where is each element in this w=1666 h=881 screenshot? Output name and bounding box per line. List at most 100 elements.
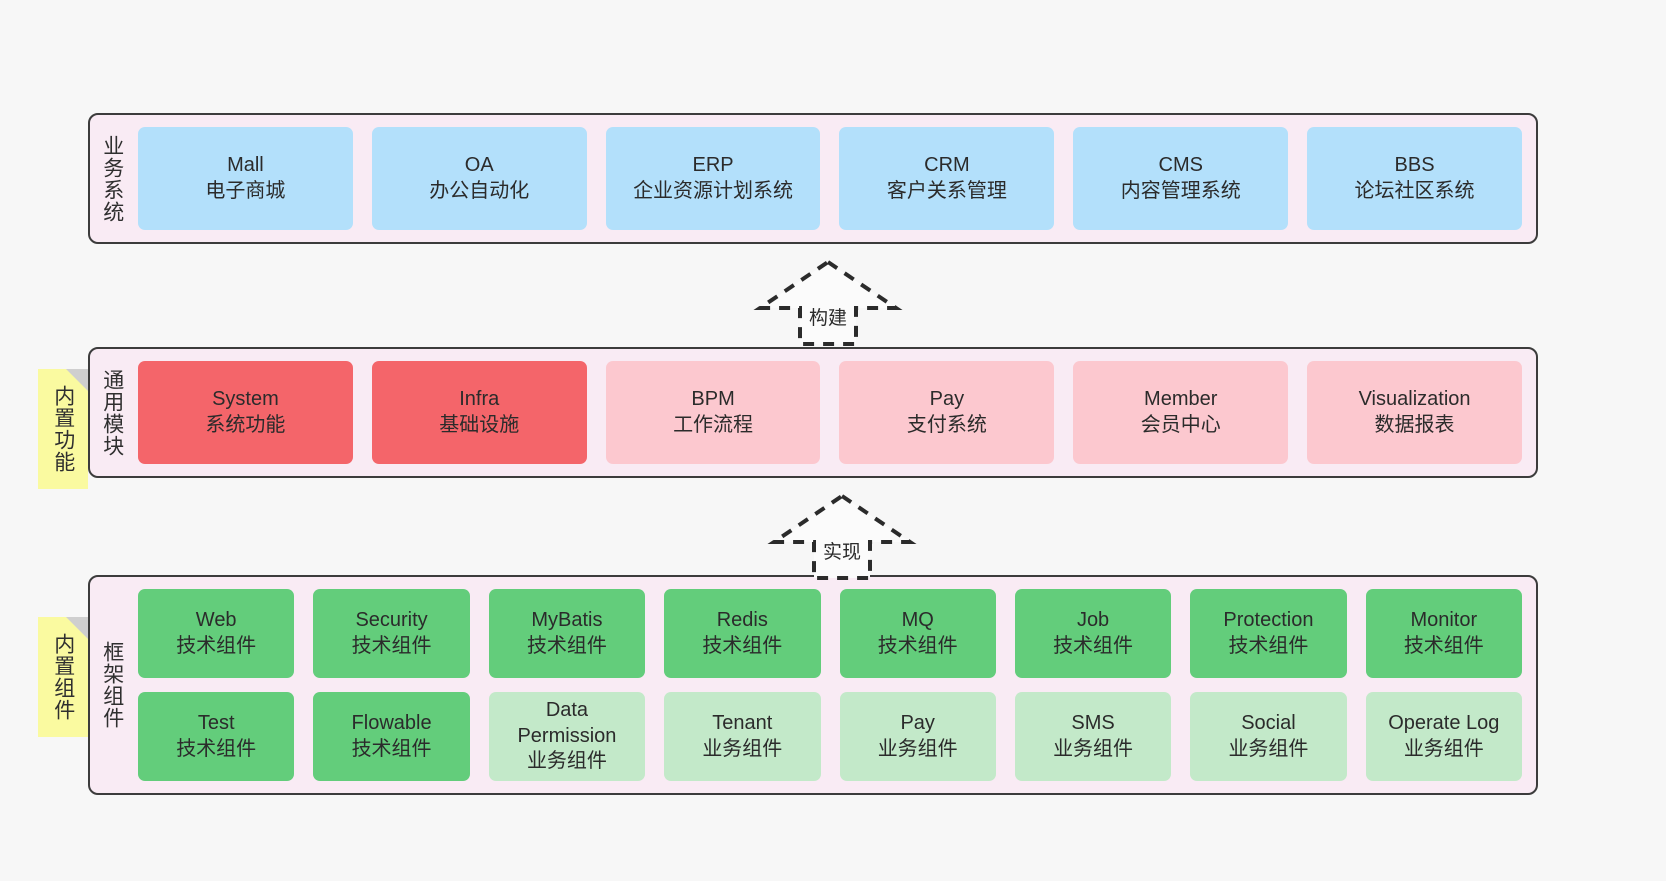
component-desc: 技术组件: [351, 737, 432, 760]
component-card-job[interactable]: Job 技术组件: [1014, 589, 1172, 678]
component-desc: 业务组件: [877, 737, 958, 760]
component-card-security[interactable]: Security 技术组件: [313, 589, 470, 678]
component-card-mq[interactable]: MQ 技术组件: [839, 589, 996, 678]
component-card-web[interactable]: Web 技术组件: [138, 589, 295, 678]
layer-body-business-system: Mall 电子商城 OA 办公自动化 ERP 企业资源计划系统 CRM 客户关系…: [134, 115, 1536, 242]
layer-title-framework-component: 框架组件: [100, 641, 124, 729]
component-card-operate-log[interactable]: Operate Log 业务组件: [1365, 692, 1522, 781]
module-card-member[interactable]: Member 会员中心: [1073, 361, 1289, 464]
layer-framework-component: 框架组件 Web 技术组件 Security 技术组件 MyBatis 技术组件…: [88, 575, 1538, 795]
component-name: Tenant: [712, 712, 773, 735]
component-desc: 技术组件: [877, 634, 958, 657]
note-builtin-features: 内置功能: [38, 369, 88, 489]
component-desc: 技术组件: [176, 737, 257, 760]
component-card-flowable[interactable]: Flowable 技术组件: [313, 692, 470, 781]
layer-row: System 系统功能 Infra 基础设施 BPM 工作流程 Pay 支付系统…: [138, 361, 1522, 464]
component-desc: 技术组件: [176, 634, 257, 657]
component-card-tenant[interactable]: Tenant 业务组件: [664, 692, 821, 781]
component-desc: 技术组件: [1228, 634, 1309, 657]
component-desc: 业务组件: [1403, 737, 1484, 760]
module-desc: 企业资源计划系统: [633, 179, 794, 202]
layer-body-framework-component: Web 技术组件 Security 技术组件 MyBatis 技术组件 Redi…: [134, 577, 1536, 793]
module-desc: 客户关系管理: [886, 179, 1007, 202]
layer-row: Test 技术组件 Flowable 技术组件 Data Permission …: [138, 692, 1522, 781]
module-name: Pay: [929, 388, 965, 411]
module-card-bpm[interactable]: BPM 工作流程: [605, 361, 821, 464]
component-name: Data Permission: [517, 699, 617, 747]
layer-body-common-module: System 系统功能 Infra 基础设施 BPM 工作流程 Pay 支付系统…: [134, 349, 1536, 476]
module-desc: 电子商城: [205, 179, 286, 202]
module-name: Infra: [459, 388, 500, 411]
build-arrow-label: 构建: [809, 308, 848, 329]
module-card-pay[interactable]: Pay 支付系统: [839, 361, 1055, 464]
module-name: CMS: [1158, 154, 1203, 177]
component-name: Social: [1241, 712, 1296, 735]
module-desc: 支付系统: [906, 413, 987, 436]
note-label: 内置组件: [51, 633, 75, 721]
layer-row: Web 技术组件 Security 技术组件 MyBatis 技术组件 Redi…: [138, 589, 1522, 678]
module-card-crm[interactable]: CRM 客户关系管理: [839, 127, 1055, 230]
module-name: BPM: [691, 388, 735, 411]
module-name: ERP: [692, 154, 734, 177]
component-desc: 技术组件: [526, 634, 607, 657]
implement-arrow: 实现: [767, 492, 917, 580]
module-desc: 工作流程: [673, 413, 754, 436]
component-name: Flowable: [351, 712, 432, 735]
layer-title-common-module: 通用模块: [100, 368, 124, 457]
component-name: Job: [1076, 609, 1110, 632]
component-desc: 技术组件: [351, 634, 432, 657]
module-card-oa[interactable]: OA 办公自动化: [371, 127, 587, 230]
component-name: MyBatis: [531, 609, 603, 632]
component-name: Security: [355, 609, 428, 632]
layer-title-business-system: 业务系统: [100, 134, 124, 223]
layer-row: Mall 电子商城 OA 办公自动化 ERP 企业资源计划系统 CRM 客户关系…: [138, 127, 1522, 230]
module-name: Member: [1144, 388, 1218, 411]
component-name: Operate Log: [1388, 712, 1500, 735]
layer-business-system: 业务系统 Mall 电子商城 OA 办公自动化 ERP 企业资源计划系统 CRM…: [88, 113, 1538, 244]
component-desc: 技术组件: [1053, 634, 1134, 657]
component-desc: 技术组件: [1403, 634, 1484, 657]
component-card-protection[interactable]: Protection 技术组件: [1190, 589, 1347, 678]
note-builtin-components: 内置组件: [38, 617, 88, 737]
component-name: Monitor: [1410, 609, 1478, 632]
implement-arrow-label: 实现: [823, 542, 862, 563]
module-card-mall[interactable]: Mall 电子商城: [138, 127, 353, 230]
component-card-social[interactable]: Social 业务组件: [1190, 692, 1347, 781]
module-desc: 办公自动化: [429, 179, 530, 202]
module-desc: 数据报表: [1374, 413, 1455, 436]
component-desc: 业务组件: [702, 737, 783, 760]
module-card-visualization[interactable]: Visualization 数据报表: [1307, 361, 1522, 464]
component-card-redis[interactable]: Redis 技术组件: [664, 589, 821, 678]
component-card-data-permission[interactable]: Data Permission 业务组件: [488, 692, 646, 781]
component-card-monitor[interactable]: Monitor 技术组件: [1365, 589, 1522, 678]
component-desc: 技术组件: [702, 634, 783, 657]
module-card-infra[interactable]: Infra 基础设施: [371, 361, 587, 464]
layer-common-module: 通用模块 System 系统功能 Infra 基础设施 BPM 工作流程 Pay…: [88, 347, 1538, 478]
component-desc: 业务组件: [1228, 737, 1309, 760]
component-name: SMS: [1071, 712, 1115, 735]
component-name: Web: [195, 609, 237, 632]
component-desc: 业务组件: [1053, 737, 1134, 760]
note-fold-corner: [66, 617, 88, 639]
component-name: Pay: [900, 712, 935, 735]
component-card-sms[interactable]: SMS 业务组件: [1014, 692, 1172, 781]
module-name: BBS: [1394, 154, 1435, 177]
module-card-cms[interactable]: CMS 内容管理系统: [1073, 127, 1289, 230]
module-card-erp[interactable]: ERP 企业资源计划系统: [605, 127, 821, 230]
module-card-bbs[interactable]: BBS 论坛社区系统: [1307, 127, 1522, 230]
component-desc: 业务组件: [526, 750, 607, 773]
module-desc: 基础设施: [439, 413, 520, 436]
note-label: 内置功能: [51, 385, 75, 473]
module-name: OA: [464, 154, 494, 177]
module-card-system[interactable]: System 系统功能: [138, 361, 353, 464]
component-card-test[interactable]: Test 技术组件: [138, 692, 295, 781]
module-desc: 会员中心: [1140, 413, 1221, 436]
component-name: Test: [197, 712, 235, 735]
module-name: CRM: [924, 154, 970, 177]
component-card-pay[interactable]: Pay 业务组件: [839, 692, 996, 781]
note-fold-corner: [66, 369, 88, 391]
component-name: Redis: [716, 609, 768, 632]
module-name: Mall: [227, 154, 264, 177]
component-card-mybatis[interactable]: MyBatis 技术组件: [488, 589, 646, 678]
